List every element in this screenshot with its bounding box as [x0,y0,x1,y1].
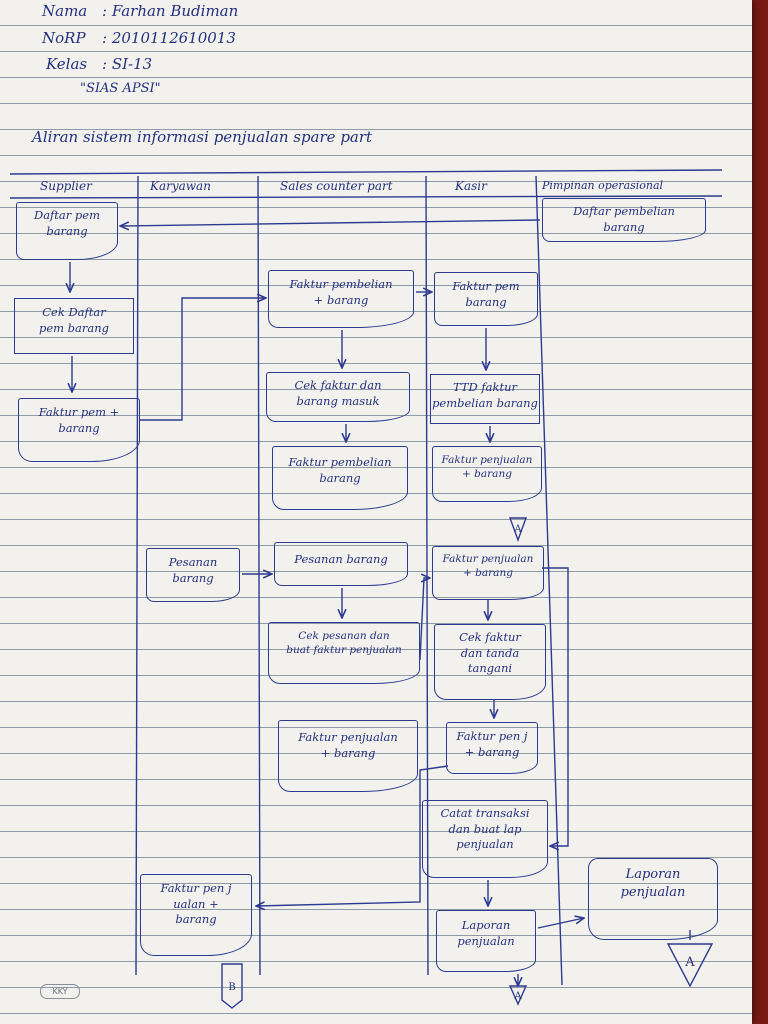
kasir-laporan-text: Laporan penjualan [457,918,515,948]
kasir-cek-faktur-text: Cek faktur dan tanda tangani [459,630,521,676]
sales-cek-faktur-text: Cek faktur dan barang masuk [294,378,382,408]
connector-b-shape [221,963,243,1009]
kasir-faktur-penj3-document [446,722,538,774]
notebook-brand-badge: KKY [40,984,80,999]
swimlane-pimpinan: Pimpinan operasional [542,179,664,192]
kasir-faktur-penjualan-document [432,446,542,502]
flow-lines: A A A B [9,169,723,1009]
connector-a3-label: A [684,955,695,970]
course-name: "SIAS APSI" [80,81,161,96]
kasir-faktur-pem-document [434,272,538,326]
kasir-catat-text: Catat transaksi dan buat lap penjualan [440,806,530,852]
kasir-ttd-text: TTD faktur pembelian barang [432,380,538,410]
connector-a2-shape [508,985,528,1006]
sales-faktur-pembelian2-text: Faktur pembelian barang [288,455,392,485]
kasir-faktur-penj3-text: Faktur pen j + barang [456,729,528,759]
supplier-cek-process [14,298,134,354]
swimlane-kasir: Kasir [455,179,487,193]
pimpinan-daftar-text: Daftar pembelian barang [573,204,675,234]
kasir-cek-faktur-shape [434,624,546,700]
supplier-faktur-document [18,398,140,462]
karyawan-pesanan-text: Pesanan barang [168,555,218,585]
notebook-page: Nama : Farhan Budiman NoRP : 20101126100… [0,0,752,1024]
karyawan-pesanan-document [146,548,240,602]
connector-a3-shape [666,943,714,988]
swimlane-sales-counter: Sales counter part [280,179,393,193]
kasir-catat-shape [422,800,548,878]
karyawan-faktur-document [140,874,252,956]
sales-faktur-pembelian-text: Faktur pembelian + barang [289,277,393,307]
pimpinan-daftar-document [542,198,706,242]
name-value: : Farhan Budiman [102,2,239,20]
supplier-cek-text: Cek Daftar pem barang [38,305,110,335]
name-label: Nama [42,2,88,20]
sales-faktur-penjualan-text: Faktur penjualan + barang [298,730,398,760]
kasir-ttd-process [430,374,540,424]
supplier-faktur-text: Faktur pem + barang [38,405,120,435]
kasir-faktur-penjualan2-document [432,546,544,600]
kasir-faktur-penjualan2-text: Faktur penjualan + barang [442,553,534,580]
connector-a1-label: A [513,524,522,535]
sales-cek-pesanan-text: Cek pesanan dan buat faktur penjualan [286,630,402,657]
kasir-laporan-document [436,910,536,972]
sales-faktur-pembelian-document [268,270,414,328]
sales-cek-faktur-shape [266,372,410,422]
diagram-title: Aliran sistem informasi penjualan spare … [32,128,373,146]
sales-pesanan-document [274,542,408,586]
kelas-label: Kelas [46,55,88,73]
sales-pesanan-text: Pesanan barang [294,552,388,566]
pimpinan-laporan-document [588,858,718,940]
swimlane-supplier: Supplier [40,179,92,193]
kelas-value: : SI-13 [102,55,153,73]
connector-a1-shape [509,517,527,543]
karyawan-faktur-text: Faktur pen j ualan + barang [160,881,232,927]
nrp-label: NoRP [42,29,86,47]
kasir-faktur-penjualan-text: Faktur penjualan + barang [441,454,533,481]
pimpinan-laporan-text: Laporan penjualan [620,867,686,900]
kasir-faktur-pem-text: Faktur pem barang [452,279,520,309]
sales-faktur-pembelian2-document [272,446,408,510]
connector-b-label: B [228,982,235,993]
nrp-value: : 2010112610013 [102,29,236,47]
swimlane-karyawan: Karyawan [150,179,211,193]
sales-faktur-penjualan-document [278,720,418,792]
supplier-daftar-document [16,202,118,260]
sales-cek-pesanan-shape [268,622,420,684]
supplier-daftar-text: Daftar pem barang [33,208,101,238]
connector-a2-label: A [513,991,522,1002]
